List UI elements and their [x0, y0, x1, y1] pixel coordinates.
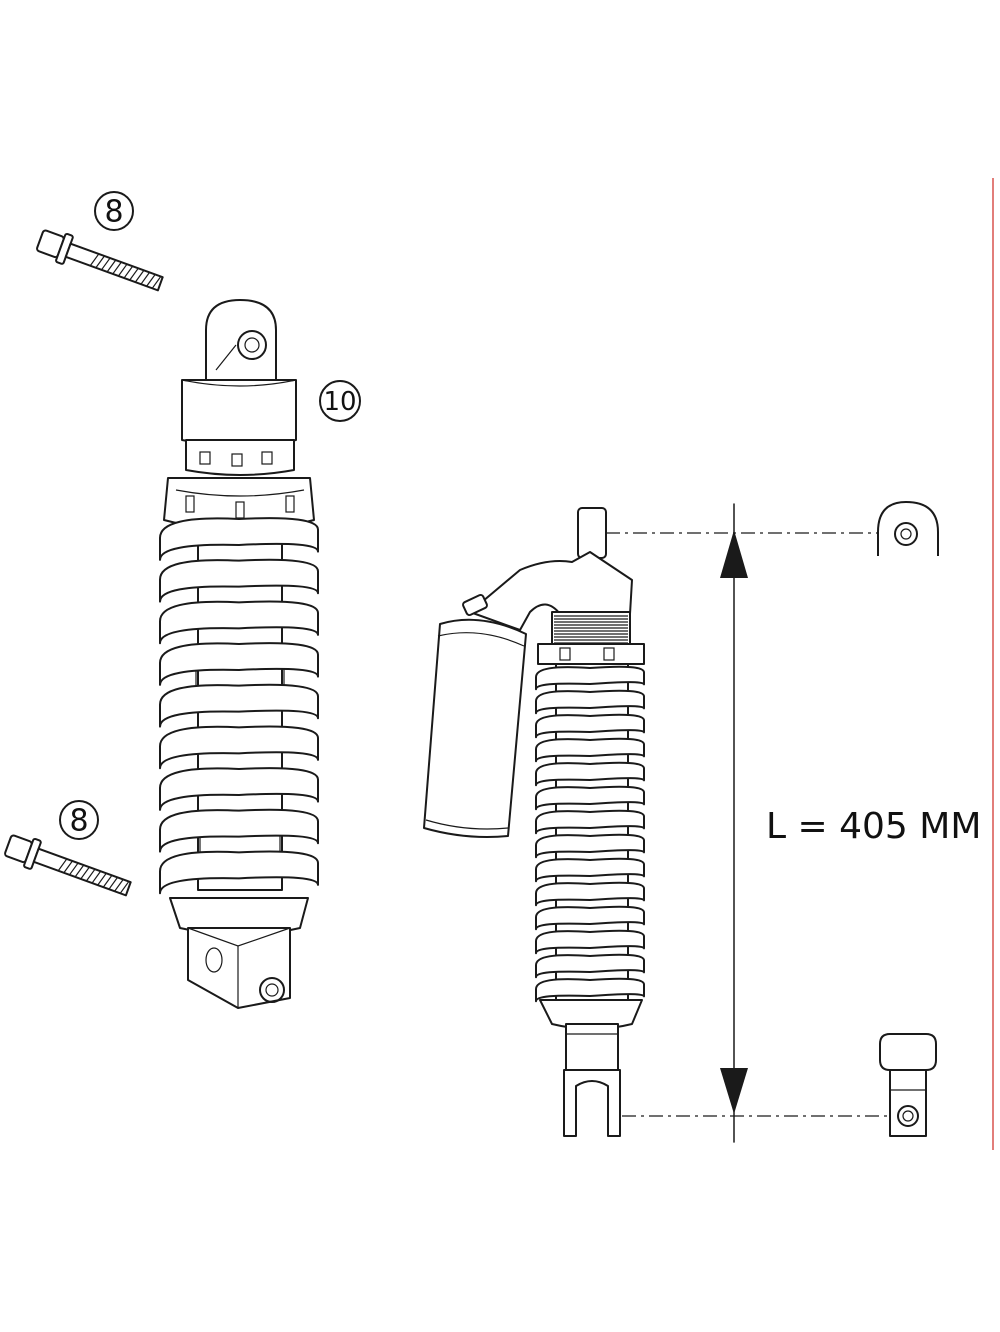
right-spring-coils [535, 665, 645, 1003]
spring-coil [535, 785, 645, 811]
callout-shock-absorber-label: 10 [323, 387, 356, 417]
bottom-mount-detail [879, 1033, 937, 1137]
shock-absorber-left [159, 299, 319, 1009]
spring-coil [159, 725, 319, 770]
callout-bolt-top: 8 [94, 191, 134, 231]
spring-coil [159, 767, 319, 811]
spring-coil [535, 665, 645, 691]
arrow-up-icon [720, 530, 748, 578]
bolt-top [36, 229, 164, 292]
spring-coil [535, 809, 645, 835]
callout-bolt-top-label: 8 [104, 195, 123, 230]
spring-coil [535, 929, 645, 955]
spring-coil [535, 857, 645, 883]
spring-coil [535, 833, 645, 859]
bolt-bottom [4, 834, 132, 897]
spring-coil [159, 808, 319, 853]
callout-shock-absorber: 10 [319, 380, 361, 422]
spring-coil [535, 689, 645, 715]
arrow-down-icon [720, 1068, 748, 1114]
spring-coil [535, 761, 645, 787]
spring-coil [535, 881, 645, 907]
spring-coil [159, 683, 319, 728]
spring-coil [159, 517, 319, 561]
spring-coil [159, 600, 319, 645]
length-label: L = 405 MM [766, 806, 981, 847]
shock-absorber-right [423, 507, 645, 1137]
left-spring-coils [159, 517, 319, 895]
spring-coil [159, 642, 319, 686]
dimension-length: L = 405 MM [606, 503, 981, 1143]
spring-coil [535, 737, 645, 763]
spring-coil [535, 977, 645, 1003]
spring-coil [535, 905, 645, 931]
top-mount-detail [877, 501, 939, 556]
spring-coil [159, 850, 319, 895]
callout-bolt-bottom: 8 [59, 800, 99, 840]
spring-coil [535, 953, 645, 979]
spring-coil [535, 713, 645, 739]
spring-coil [159, 558, 319, 603]
callout-bolt-bottom-label: 8 [69, 804, 88, 839]
